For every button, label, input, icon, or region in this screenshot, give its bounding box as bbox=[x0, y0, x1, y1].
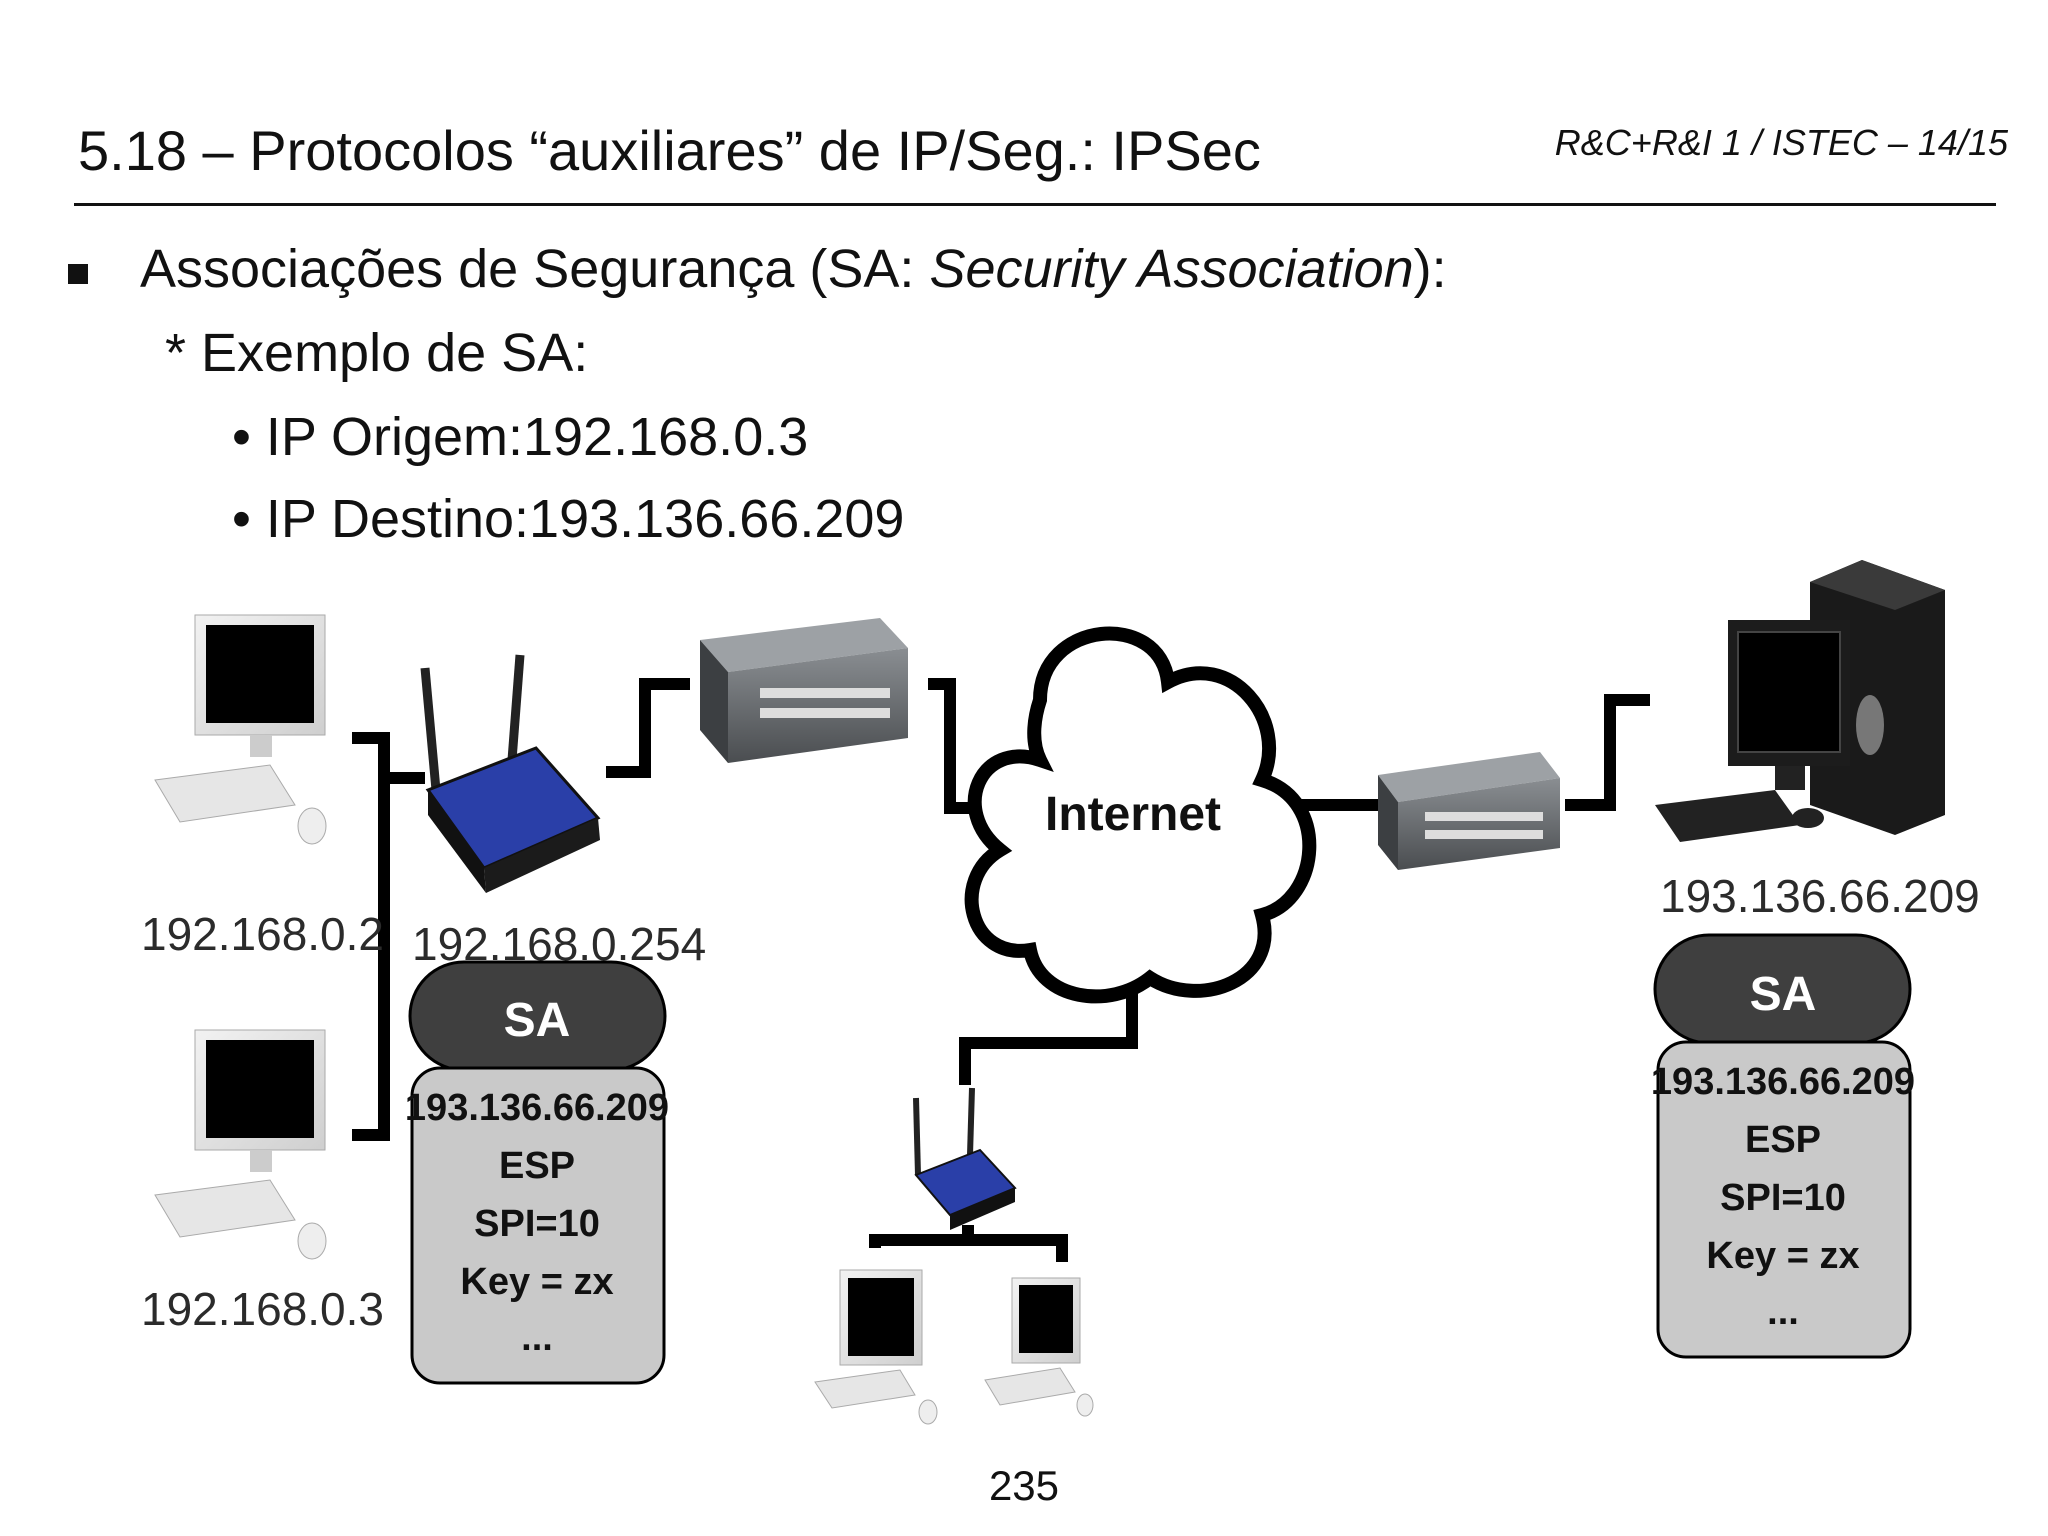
slide-title: 5.18 – Protocolos “auxiliares” de IP/Seg… bbox=[78, 119, 1261, 182]
sa-left-header: SA bbox=[504, 994, 571, 1047]
sa-right-line-ip: 193.136.66.209 bbox=[1651, 1061, 1915, 1103]
computer-b-icon bbox=[154, 1029, 327, 1260]
page-number: 235 bbox=[988, 1462, 1060, 1509]
sa-table-right: SA 193.136.66.209 ESP SPI=10 Key = zx ..… bbox=[1651, 933, 1915, 1359]
bullet-security-associations: Associações de Segurança (SA: Security A… bbox=[140, 238, 1447, 300]
sa-table-left: SA 193.136.66.209 ESP SPI=10 Key = zx ..… bbox=[405, 960, 669, 1385]
server-ip-label: 193.136.66.209 bbox=[1660, 870, 1980, 922]
computer-c-icon bbox=[814, 1269, 938, 1425]
sa-right-header: SA bbox=[1750, 968, 1817, 1021]
wireless-router-small-icon bbox=[913, 1087, 1017, 1230]
bullet-sa-example: * Exemplo de SA: bbox=[165, 323, 589, 383]
sa-left-line-more: ... bbox=[521, 1317, 553, 1359]
network-switch-icon bbox=[700, 618, 908, 763]
sa-right-line-spi: SPI=10 bbox=[1720, 1177, 1846, 1219]
bullet-emphasis: Security Association bbox=[929, 239, 1414, 299]
bullet-ip-destination: • IP Destino:193.136.66.209 bbox=[232, 489, 905, 549]
sa-right-line-protocol: ESP bbox=[1745, 1119, 1821, 1161]
computer-d-icon bbox=[984, 1277, 1094, 1417]
sa-left-line-protocol: ESP bbox=[499, 1145, 575, 1187]
sa-left-line-key: Key = zx bbox=[460, 1261, 613, 1303]
sa-right-line-more: ... bbox=[1767, 1291, 1799, 1333]
sa-left-body-box bbox=[410, 1066, 666, 1385]
internet-cloud-icon bbox=[964, 626, 1317, 1004]
sa-left-line-spi: SPI=10 bbox=[474, 1203, 600, 1245]
sa-right-body-box bbox=[1656, 1040, 1912, 1359]
bullet-ip-origin: • IP Origem:192.168.0.3 bbox=[232, 407, 809, 467]
pc-a-ip-label: 192.168.0.2 bbox=[141, 908, 384, 960]
sa-right-line-key: Key = zx bbox=[1706, 1235, 1859, 1277]
computer-a-icon bbox=[154, 614, 327, 845]
sa-left-line-ip: 193.136.66.209 bbox=[405, 1087, 669, 1129]
bullet-text-end: ): bbox=[1413, 239, 1447, 299]
network-switch-right-icon bbox=[1378, 752, 1560, 870]
title-divider bbox=[74, 203, 1996, 206]
cloud-label: Internet bbox=[1045, 788, 1221, 841]
square-bullet-icon bbox=[68, 264, 88, 284]
server-computer-icon bbox=[1655, 560, 1945, 842]
course-label: R&C+R&I 1 / ISTEC – 14/15 bbox=[1554, 122, 2008, 163]
wireless-router-icon bbox=[420, 654, 601, 893]
pc-b-ip-label: 192.168.0.3 bbox=[141, 1283, 384, 1335]
bullet-text: Associações de Segurança (SA: bbox=[140, 239, 930, 299]
